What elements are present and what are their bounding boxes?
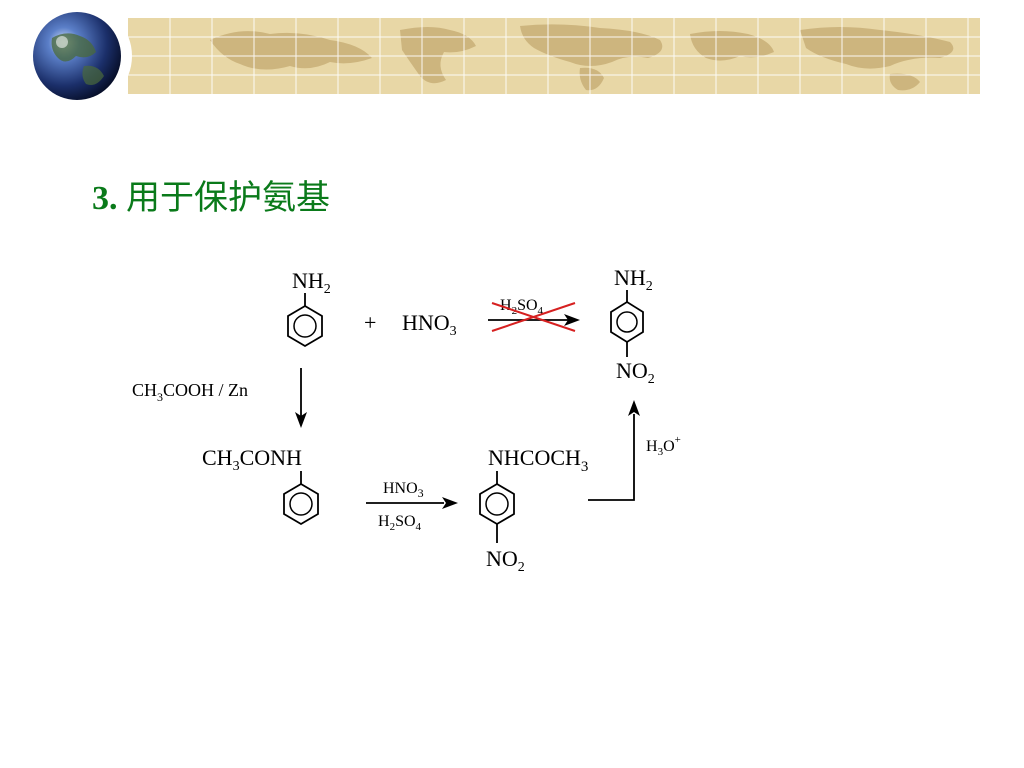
cross-mark-icon	[491, 302, 576, 332]
p-nitroaniline-molecule: NH2 NO2	[610, 265, 655, 387]
map-strip	[128, 18, 980, 94]
slide-title: 3. 用于保护氨基	[92, 170, 330, 219]
acetanilide-molecule: CH3CONH	[202, 445, 319, 526]
hydronium-label: H3O+	[646, 434, 681, 458]
globe-icon	[28, 4, 132, 108]
protection-arrow	[295, 368, 307, 428]
hydrolysis-arrow: H3O+	[588, 400, 681, 501]
nitration-reagent-bottom: H2SO4	[378, 513, 422, 533]
acetamido-label: NHCOCH3	[488, 445, 588, 475]
nitration-reagent-top: HNO3	[383, 480, 424, 500]
section-heading: 用于保护氨基	[126, 180, 330, 217]
product-nitro-label: NO2	[616, 358, 655, 387]
p-nitroacetanilide-molecule: NHCOCH3 NO2	[479, 445, 588, 575]
nitro-label: NO2	[486, 546, 525, 575]
nitration-arrow: HNO3 H2SO4	[366, 480, 458, 533]
protection-reagent-label: CH3COOH / Zn	[132, 380, 248, 404]
plus-sign: +	[364, 310, 376, 335]
aniline-molecule: NH2	[287, 268, 331, 348]
aniline-amine-label: NH2	[292, 268, 331, 297]
product-amine-label: NH2	[614, 265, 653, 294]
header-banner	[28, 4, 980, 108]
acetanilide-label: CH3CONH	[202, 445, 302, 474]
benzene-ring	[287, 304, 323, 348]
blocked-reaction-arrow: H2SO4	[488, 297, 580, 332]
section-number: 3.	[92, 180, 118, 217]
nitric-acid-label: HNO3	[402, 310, 457, 339]
